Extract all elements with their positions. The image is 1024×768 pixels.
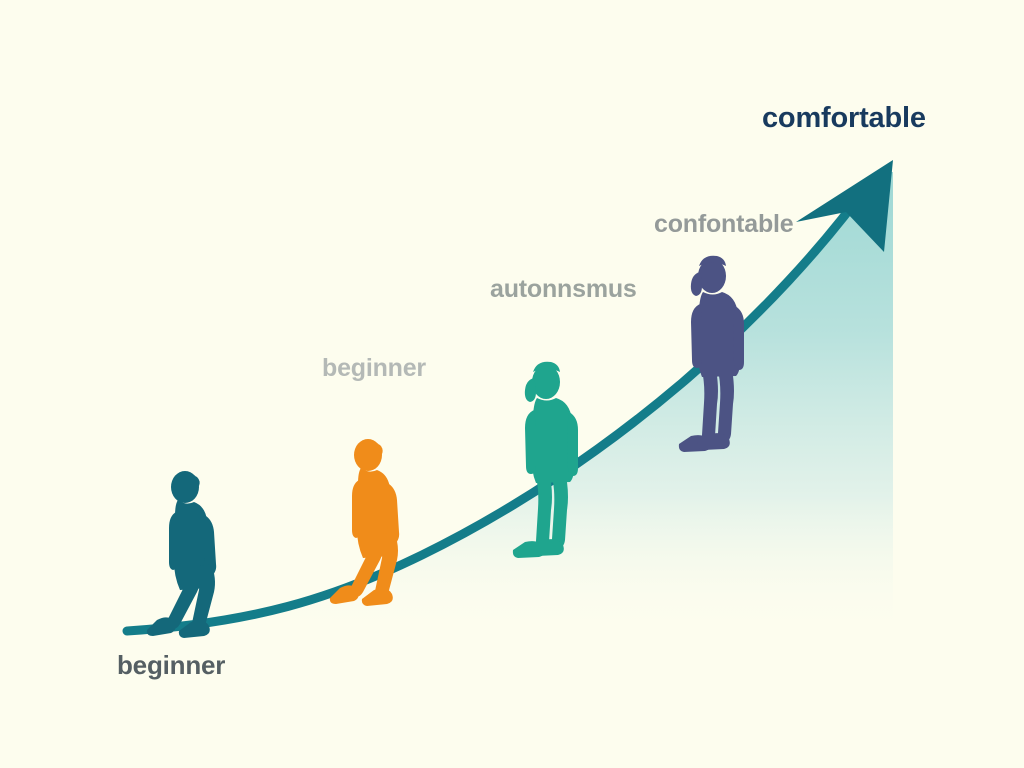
figure-standing-green [512, 361, 578, 558]
label-comfortable: comfortable [762, 102, 926, 134]
area-fill [125, 172, 893, 634]
arrowhead-icon [796, 160, 893, 252]
label-beginner-start: beginner [117, 650, 226, 680]
label-confontable: confontable [654, 210, 794, 238]
figure-walking-orange [329, 439, 400, 606]
figure-walking-teal [146, 471, 217, 638]
label-beginner-middle: beginner [322, 354, 426, 382]
figure-standing-purple [678, 255, 744, 452]
label-autonnsmus: autonnsmus [490, 275, 637, 303]
